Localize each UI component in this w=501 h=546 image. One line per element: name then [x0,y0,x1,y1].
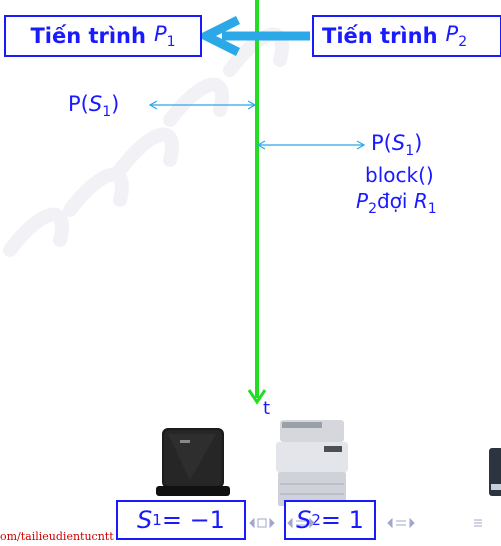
p2-wait-label: P2đợi R1 [356,189,437,217]
request-arrow-head [195,15,241,57]
hard-drive-device-icon [156,428,230,496]
device-edge-icon [489,448,501,496]
process-1-box: Tiến trình P1 [4,15,202,57]
footer-link[interactable]: om/tailieudientucntt [0,530,114,543]
printer-device-icon [276,420,348,506]
p2-operation-label: P(S1) [371,131,423,160]
nav-arrows-icon[interactable] [248,516,498,530]
process-2-box: Tiến trình P2 [312,15,501,57]
process-2-symbol: P2 [445,21,468,51]
p2-block-label: block() [365,163,434,187]
process-2-prefix: Tiến trình [322,24,438,48]
p1-operation-label: P(S1) [68,92,120,121]
timeline-arrowhead [247,389,267,405]
process-1-symbol: P1 [153,21,176,51]
time-label: t [263,398,271,419]
process-1-prefix: Tiến trình [30,24,146,48]
